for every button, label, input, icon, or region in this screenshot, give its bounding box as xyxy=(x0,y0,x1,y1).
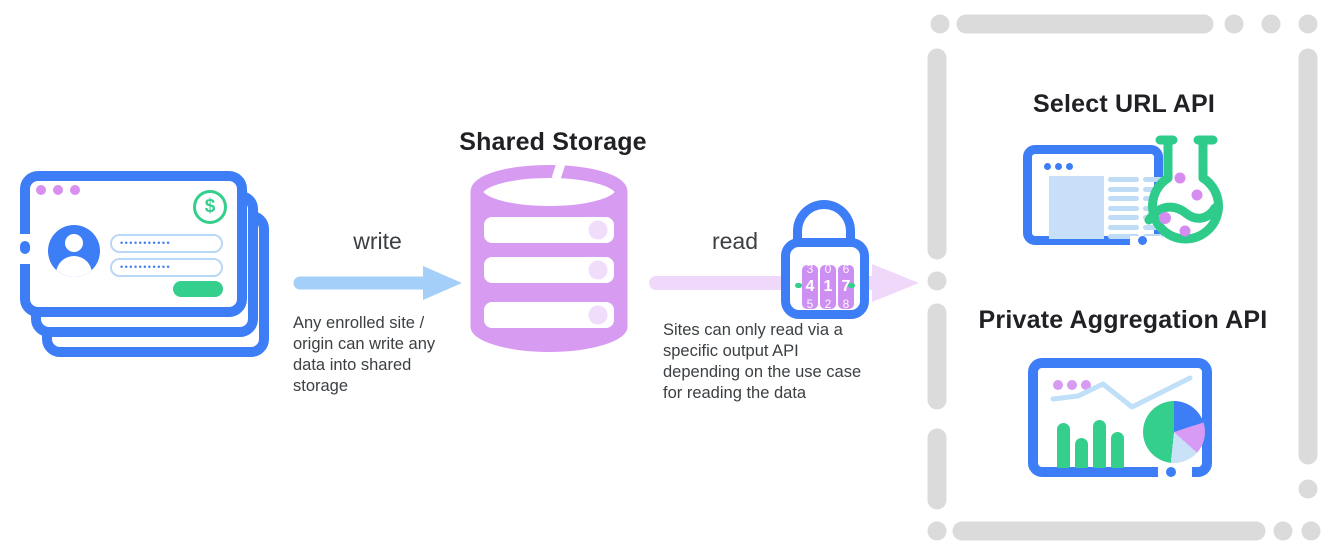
window-dot-icon xyxy=(1055,163,1062,170)
shared-storage-title: Shared Storage xyxy=(459,128,647,156)
caption-line: Sites can only read via a xyxy=(663,321,843,339)
window-dot-icon xyxy=(1067,380,1077,390)
lock-shackle xyxy=(793,200,855,252)
window-dot-icon xyxy=(70,185,80,195)
window-border-dot xyxy=(20,241,30,254)
window-dot-icon xyxy=(1066,163,1073,170)
text-line xyxy=(1108,234,1139,239)
avatar-head xyxy=(65,234,83,252)
text-line xyxy=(1108,205,1139,211)
avatar-body xyxy=(56,256,92,277)
bar-chart-bar xyxy=(1093,420,1106,468)
wheel-digit: 0 xyxy=(824,265,832,276)
caption-line: Any enrolled site / xyxy=(293,314,425,332)
window-dot-icon xyxy=(53,185,63,195)
wheel-digit: 3 xyxy=(806,265,814,276)
password-field: ••••••••••• xyxy=(110,234,223,253)
caption-line: for reading the data xyxy=(663,384,807,402)
wheel-digit: 1 xyxy=(823,278,833,295)
text-line xyxy=(1108,215,1139,220)
user-avatar-icon xyxy=(48,225,100,277)
password-field: ••••••••••• xyxy=(110,258,223,277)
wheel-digit: 6 xyxy=(842,265,850,276)
lock-dash xyxy=(795,283,802,288)
read-label: read xyxy=(711,228,759,254)
caption-line: depending on the use case xyxy=(663,363,862,381)
write-arrow-icon xyxy=(293,266,462,300)
lock-wheel: 6 7 8 xyxy=(838,265,854,309)
bar-chart-bar xyxy=(1111,432,1124,468)
database-icon xyxy=(470,165,628,352)
private-aggregation-api-title: Private Aggregation API xyxy=(978,306,1268,334)
wheel-digit: 2 xyxy=(824,297,832,309)
window-dot-icon xyxy=(1081,380,1091,390)
window-dot-icon xyxy=(1044,163,1051,170)
text-line xyxy=(1108,186,1139,192)
bar-chart-bar xyxy=(1057,423,1070,468)
text-line xyxy=(1143,177,1163,182)
window-dot-icon xyxy=(36,185,46,195)
text-line xyxy=(1108,224,1139,230)
wheel-digit: 8 xyxy=(842,297,850,309)
caption-line: storage xyxy=(293,377,349,395)
pie-chart-icon xyxy=(1143,401,1205,463)
lock-wheel: 0 1 2 xyxy=(820,265,836,309)
lock-body: 3 4 5 0 1 2 6 7 8 xyxy=(781,238,869,319)
text-line xyxy=(1108,177,1139,182)
wheel-digit: 7 xyxy=(841,278,851,295)
window-border-dot xyxy=(1138,236,1147,245)
text-line xyxy=(1143,224,1163,230)
caption-line: specific output API xyxy=(663,342,799,360)
dollar-icon: $ xyxy=(193,190,227,224)
window-dot-icon xyxy=(1053,380,1063,390)
content-block xyxy=(1049,176,1104,239)
text-line xyxy=(1108,196,1139,201)
write-caption: Any enrolled site / origin can write any… xyxy=(293,313,473,397)
caption-line: origin can write any xyxy=(293,335,436,353)
caption-line: data into shared xyxy=(293,356,412,374)
window-border-dot xyxy=(1166,467,1176,477)
wheel-digit: 4 xyxy=(805,278,815,295)
select-url-api-title: Select URL API xyxy=(1032,90,1216,118)
flask-icon xyxy=(1144,135,1223,244)
lock-wheel: 3 4 5 xyxy=(802,265,818,309)
submit-button-shape xyxy=(173,281,223,297)
read-caption: Sites can only read via a specific outpu… xyxy=(663,320,913,404)
dashed-frame xyxy=(927,14,1321,541)
line-chart-icon xyxy=(1050,375,1193,410)
lock-dash xyxy=(848,283,855,288)
bar-chart-bar xyxy=(1075,438,1088,468)
wheel-digit: 5 xyxy=(806,297,814,309)
write-label: write xyxy=(353,228,402,254)
